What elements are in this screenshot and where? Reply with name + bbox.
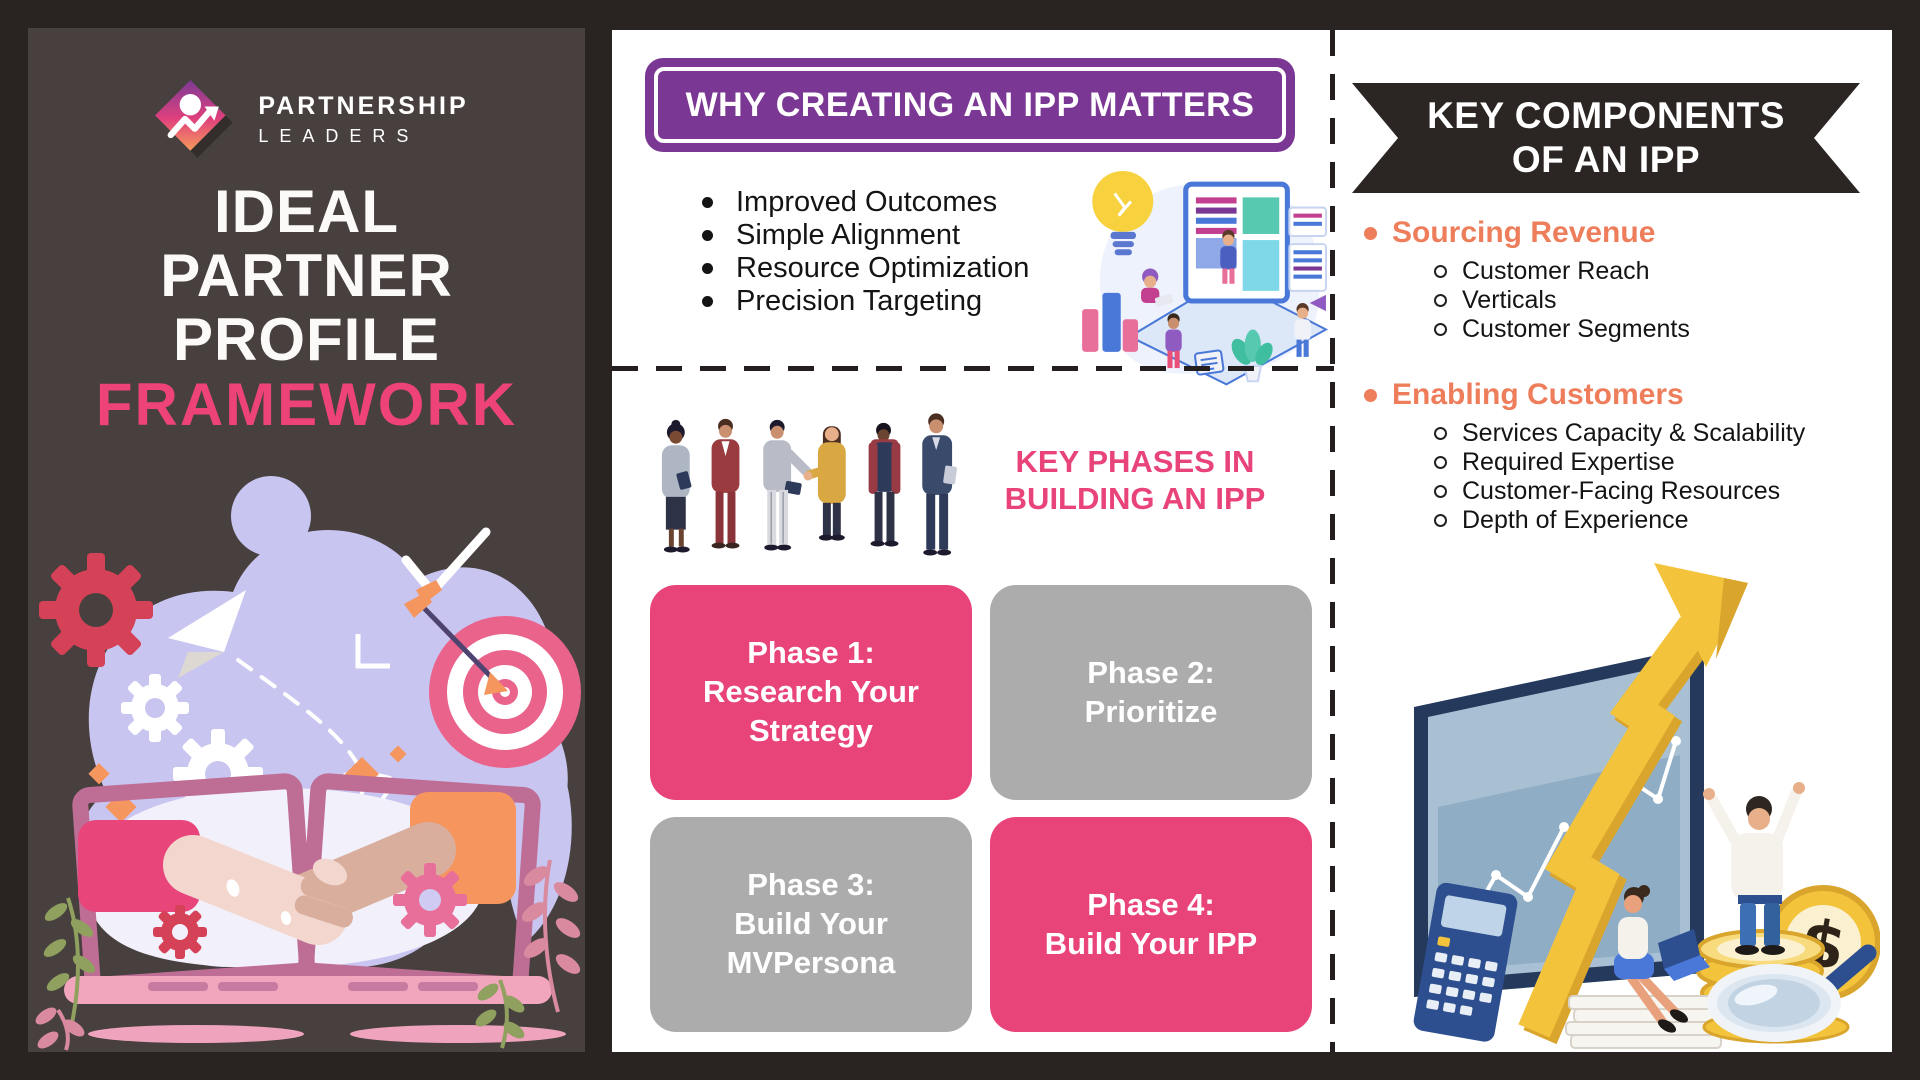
horizontal-divider — [612, 366, 1334, 371]
bullet-item: Simple Alignment — [690, 219, 1029, 252]
person-5 — [868, 422, 901, 547]
vertical-divider — [1330, 30, 1335, 1052]
component-item: Depth of Experience — [1428, 506, 1920, 535]
component-item: Verticals — [1428, 286, 1920, 315]
page-title-accent: FRAMEWORK — [95, 370, 518, 438]
phases-heading: KEY PHASES IN BUILDING AN IPP — [1004, 444, 1266, 517]
component-group-enabling: Enabling Customers Services Capacity & S… — [1364, 378, 1920, 535]
lightbulb-icon — [1092, 170, 1154, 256]
why-header-label: WHY CREATING AN IPP MATTERS — [654, 67, 1286, 143]
left-panel: PARTNERSHIP LEADERS IDEAL PARTNER PROFIL… — [28, 28, 585, 1052]
why-bullet-list: Improved Outcomes Simple Alignment Resou… — [690, 186, 1029, 318]
phase-box-3: Phase 3: Build Your MVPersona — [650, 817, 972, 1032]
ideation-illustration — [1082, 170, 1328, 386]
bullet-item: Resource Optimization — [690, 252, 1029, 285]
component-item: Services Capacity & Scalability — [1428, 419, 1920, 448]
gear-icon — [121, 674, 189, 742]
page-title-main: IDEAL PARTNER PROFILE — [160, 178, 453, 374]
laptop-screen — [1183, 181, 1290, 304]
person-1 — [661, 419, 692, 553]
magnifier-icon — [1702, 944, 1877, 1044]
corner-bracket-icon — [355, 634, 390, 669]
phase-box-1: Phase 1: Research Your Strategy — [650, 585, 972, 800]
why-header-box: WHY CREATING AN IPP MATTERS — [645, 58, 1295, 152]
phase-grid: Phase 1: Research Your Strategy Phase 2:… — [650, 585, 1312, 1032]
gear-icon — [153, 905, 207, 959]
gear-icon — [393, 863, 467, 937]
tiny-people — [1141, 229, 1326, 369]
person-2 — [711, 418, 740, 549]
person-6 — [922, 413, 957, 556]
components-list: Sourcing Revenue Customer Reach Vertical… — [1364, 216, 1920, 569]
bullet-item: Improved Outcomes — [690, 186, 1029, 219]
person-4 — [803, 426, 846, 541]
component-item: Required Expertise — [1428, 448, 1920, 477]
brand-logo: PARTNERSHIP LEADERS — [28, 66, 585, 172]
gear-icon — [39, 553, 153, 667]
content-panel: WHY CREATING AN IPP MATTERS Improved Out… — [612, 30, 1892, 1052]
growth-chart-illustration: $ — [1413, 563, 1880, 1049]
growth-arrow-icon — [1518, 563, 1748, 1045]
floating-panels — [1288, 206, 1327, 292]
bullet-item: Precision Targeting — [690, 285, 1029, 318]
brand-logo-icon — [155, 80, 234, 158]
bar-chart-icon — [1082, 292, 1139, 352]
group-label: Enabling Customers — [1364, 378, 1920, 412]
person-raising-arrow — [1703, 782, 1805, 955]
person-3 — [763, 419, 814, 551]
brand-name-top: PARTNERSHIP — [258, 91, 469, 120]
component-group-sourcing: Sourcing Revenue Customer Reach Vertical… — [1364, 216, 1920, 344]
key-components-banner: KEY COMPONENTS OF AN IPP — [1352, 83, 1860, 193]
brand-name: PARTNERSHIP LEADERS — [258, 92, 468, 147]
handshake-illustration — [35, 476, 581, 1051]
notepad-icon — [1194, 349, 1225, 376]
person-with-laptop — [1565, 885, 1722, 1049]
paper-plane-icon — [168, 590, 246, 678]
brand-name-bottom: LEADERS — [258, 125, 420, 146]
plant-decoration — [35, 859, 581, 1051]
component-item: Customer-Facing Resources — [1428, 477, 1920, 506]
component-item: Customer Segments — [1428, 315, 1920, 344]
group-label: Sourcing Revenue — [1364, 216, 1920, 250]
target-icon — [404, 580, 581, 768]
component-item: Customer Reach — [1428, 257, 1920, 286]
phase-box-2: Phase 2: Prioritize — [990, 585, 1312, 800]
plant-pot-icon — [1231, 329, 1273, 383]
business-people-illustration — [661, 413, 957, 556]
phase-box-4: Phase 4: Build Your IPP — [990, 817, 1312, 1032]
calculator-icon — [1413, 882, 1518, 1042]
